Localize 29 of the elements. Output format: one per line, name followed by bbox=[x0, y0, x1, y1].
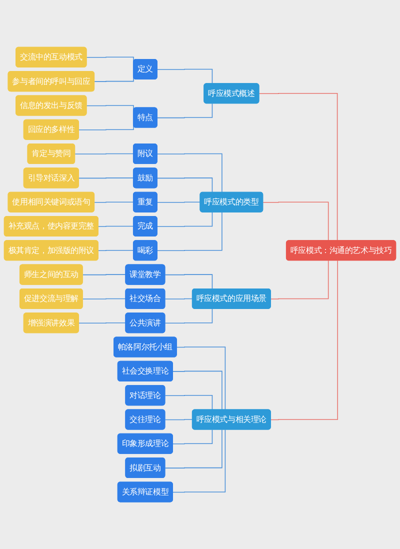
connector bbox=[157, 177, 213, 193]
connector bbox=[172, 370, 222, 410]
connector bbox=[164, 298, 193, 300]
connector bbox=[157, 202, 201, 203]
connector bbox=[78, 322, 126, 324]
connector bbox=[94, 202, 134, 203]
connector bbox=[98, 250, 134, 251]
connector bbox=[74, 153, 134, 154]
connector bbox=[157, 68, 213, 84]
connector bbox=[157, 212, 213, 227]
connector bbox=[164, 429, 222, 468]
connector bbox=[176, 346, 226, 410]
connector bbox=[172, 429, 226, 493]
connector bbox=[258, 92, 338, 241]
connector bbox=[82, 274, 126, 276]
connector bbox=[78, 177, 134, 179]
connector bbox=[164, 308, 213, 324]
connector bbox=[157, 103, 213, 118]
connector bbox=[157, 212, 222, 251]
connector bbox=[262, 202, 329, 241]
connector bbox=[164, 394, 213, 410]
connector bbox=[98, 226, 134, 227]
connector bbox=[164, 419, 193, 420]
connector bbox=[82, 298, 126, 300]
connector bbox=[270, 260, 338, 420]
connector bbox=[164, 274, 213, 290]
connector bbox=[157, 153, 222, 193]
connector bbox=[172, 429, 213, 444]
connector bbox=[270, 260, 329, 300]
